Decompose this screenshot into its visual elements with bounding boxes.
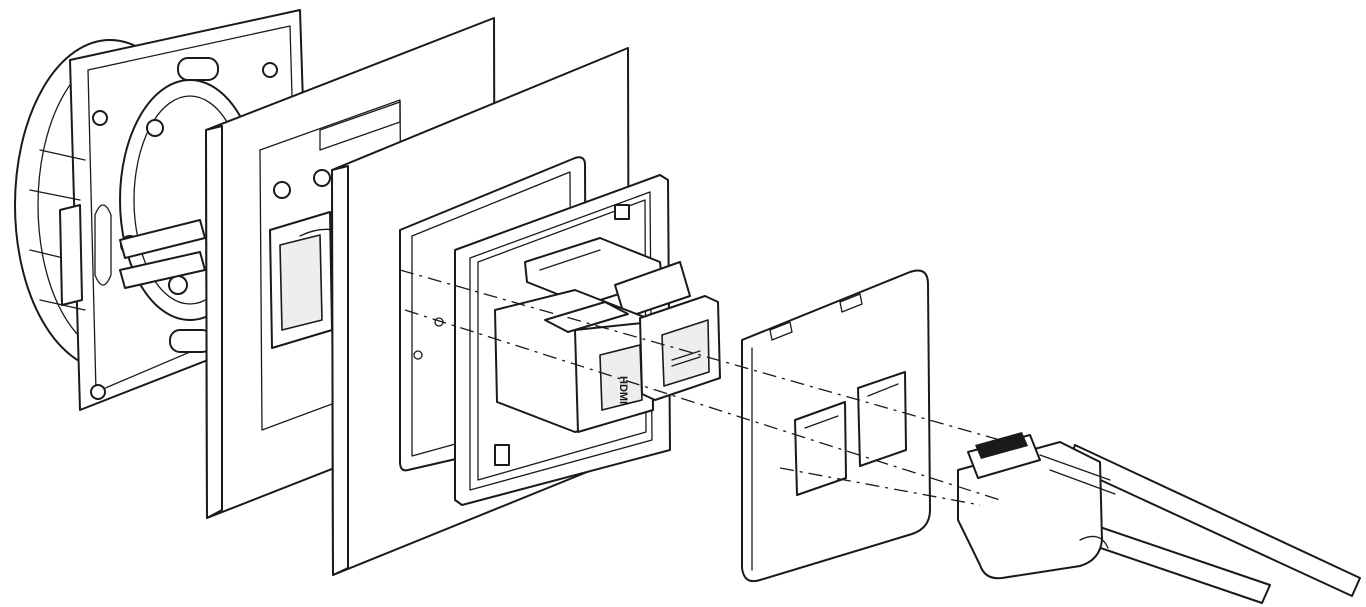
hdmi-label: HDMI [617,376,629,404]
connector-module: HDMI [454,174,721,506]
alignment-axes [399,269,1001,506]
cover-plate [741,269,931,583]
hdmi-plug-and-cables [957,432,1361,604]
